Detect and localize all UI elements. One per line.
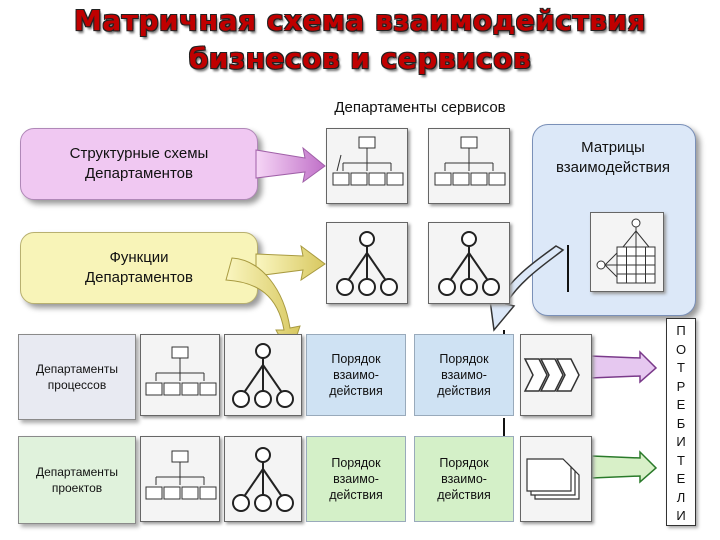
function-tree-icon — [224, 436, 302, 522]
interaction-cell-label: Порядок взаимо-действия — [329, 352, 383, 398]
consumers-letter: Б — [676, 415, 686, 431]
consumers-letter: Е — [676, 397, 686, 412]
consumers-letter: И — [676, 434, 686, 449]
structural-schemes-box: Структурные схемы Департаментов — [20, 128, 258, 200]
interaction-cell-label: Порядок взаимо-действия — [437, 352, 491, 398]
matrices-label: Матрицы взаимодействия — [555, 139, 671, 176]
projects-box: Департаменты проектов — [18, 436, 136, 524]
project-stack-icon — [520, 436, 592, 522]
consumers-label: П О Т Р Е Б И Т Е Л И — [667, 319, 695, 526]
function-tree-icon — [224, 334, 302, 416]
services-header: Департаменты сервисов — [334, 99, 506, 116]
process-output-arrow — [589, 350, 658, 384]
consumers-letter: Л — [676, 489, 686, 505]
function-tree-icon — [428, 222, 510, 304]
function-tree-icon — [326, 222, 408, 304]
interaction-cell: Порядок взаимо-действия — [306, 334, 406, 416]
org-chart-icon — [140, 334, 220, 416]
org-chart-icon — [326, 128, 408, 204]
processes-box: Департаменты процессов — [18, 334, 136, 420]
interaction-cell: Порядок взаимо-действия — [306, 436, 406, 522]
consumers-box: П О Т Р Е Б И Т Е Л И — [666, 318, 696, 526]
matrix-icon — [590, 212, 664, 292]
consumers-letter: И — [676, 508, 686, 523]
interaction-cell-label: Порядок взаимо-действия — [437, 456, 491, 502]
functions-label: Функции Департаментов — [85, 249, 193, 286]
process-chevrons-icon — [520, 334, 592, 416]
consumers-letter: Т — [677, 360, 685, 375]
consumers-letter: О — [675, 341, 687, 357]
diagram-title-line1: Матричная схема взаимодействия — [73, 4, 646, 37]
consumers-letter: П — [676, 323, 686, 338]
interaction-cell-label: Порядок взаимо-действия — [329, 456, 383, 502]
project-output-arrow — [591, 450, 658, 484]
consumers-letter: Р — [676, 378, 686, 394]
interaction-cell: Порядок взаимо-действия — [414, 334, 514, 416]
diagram-title-line2: бизнесов и сервисов — [188, 42, 532, 75]
structural-schemes-label: Структурные схемы Департаментов — [69, 145, 209, 182]
processes-label: Департаменты процессов — [35, 362, 119, 392]
org-chart-icon — [428, 128, 510, 204]
org-chart-icon — [140, 436, 220, 522]
pink-arrow — [255, 146, 326, 184]
functions-box: Функции Департаментов — [20, 232, 258, 304]
consumers-letter: Е — [676, 471, 686, 486]
consumers-letter: Т — [677, 452, 685, 468]
projects-label: Департаменты проектов — [35, 465, 119, 495]
interaction-cell: Порядок взаимо-действия — [414, 436, 514, 522]
